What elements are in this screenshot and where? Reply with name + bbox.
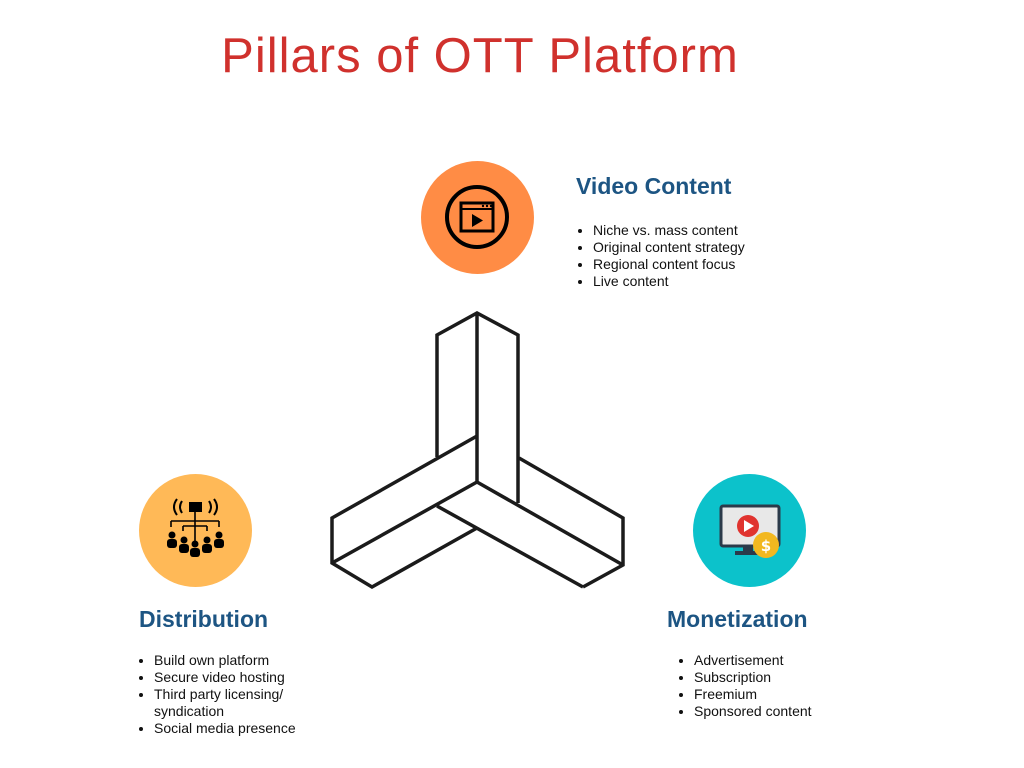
list-item: Niche vs. mass content <box>593 222 745 239</box>
list-item: Build own platform <box>154 652 354 669</box>
list-item: Social media presence <box>154 720 354 737</box>
broadcast-audience-icon <box>167 498 224 557</box>
list-item: Subscription <box>694 669 812 686</box>
monitor-dollar-icon: $ <box>719 504 781 558</box>
list-item: Freemium <box>694 686 812 703</box>
monetization-list: Advertisement Subscription Freemium Spon… <box>676 652 812 720</box>
monetization-circle: $ <box>693 474 806 587</box>
distribution-circle <box>139 474 252 587</box>
video-content-circle <box>421 161 534 274</box>
list-item: Regional content focus <box>593 256 745 273</box>
video-content-heading: Video Content <box>576 173 732 199</box>
list-item: Sponsored content <box>694 703 812 720</box>
page-title: Pillars of OTT Platform <box>221 29 739 83</box>
list-item: Advertisement <box>694 652 812 669</box>
monetization-heading: Monetization <box>667 606 808 632</box>
video-player-icon <box>445 185 509 249</box>
distribution-heading: Distribution <box>139 606 269 632</box>
list-item: Live content <box>593 273 745 290</box>
distribution-list: Build own platform Secure video hosting … <box>136 652 354 737</box>
list-item: Original content strategy <box>593 239 745 256</box>
list-item: Secure video hosting <box>154 669 354 686</box>
svg-text:$: $ <box>761 537 771 555</box>
video-content-list: Niche vs. mass content Original content … <box>575 222 745 290</box>
list-item: Third party licensing/ syndication <box>154 686 314 720</box>
